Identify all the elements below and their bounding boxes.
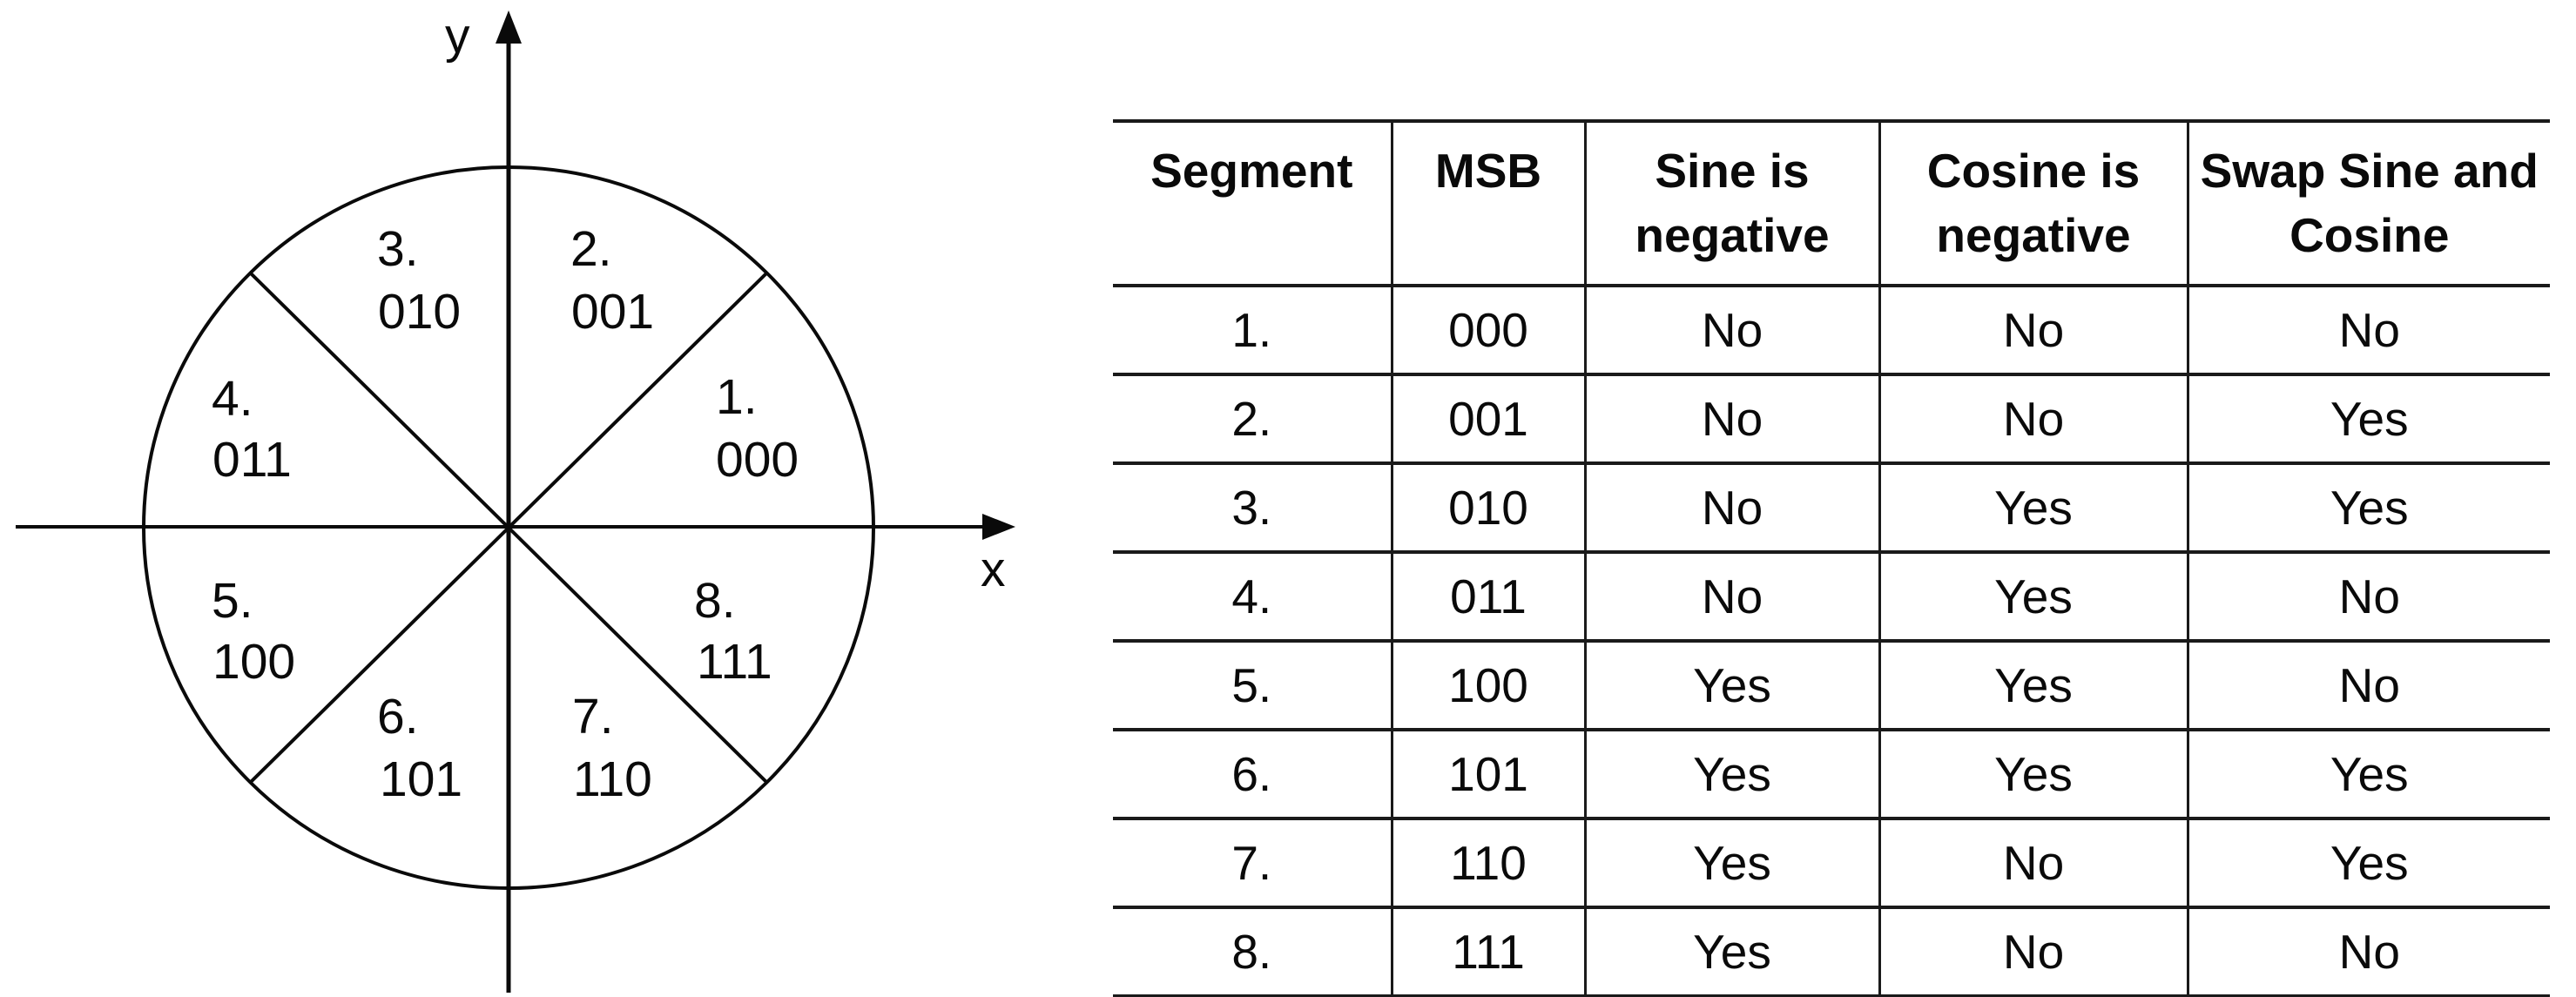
cell-segment: 5. [1113,639,1392,731]
cell-swap: No [2186,284,2550,376]
cell-sine: Yes [1583,906,1879,997]
segment-7-code: 110 [573,751,652,807]
cell-sine: No [1583,461,1879,554]
segment-3-code: 010 [378,284,461,340]
table-header-row: Segment MSB Sine is negative Cosine is n… [1113,119,2550,287]
cell-swap: No [2186,906,2550,997]
segment-1-code: 000 [716,432,799,488]
header-cosine-negative: Cosine is negative [1878,119,2188,287]
segment-7-number: 7. [572,689,614,744]
cell-segment: 7. [1113,817,1392,909]
cell-msb: 110 [1390,817,1585,909]
cell-segment: 6. [1113,728,1392,820]
table-row: 1. 000 No No No [1113,284,2550,376]
table-row: 3. 010 No Yes Yes [1113,461,2550,554]
segment-6-number: 6. [377,689,419,744]
cell-segment: 4. [1113,550,1392,643]
segment-1-number: 1. [716,369,758,425]
table-row: 6. 101 Yes Yes Yes [1113,728,2550,820]
table-row: 4. 011 No Yes No [1113,550,2550,643]
table-row: 2. 001 No No Yes [1113,373,2550,465]
cell-cosine: Yes [1878,728,2188,820]
cell-cosine: No [1878,817,2188,909]
segment-8-number: 8. [694,573,736,629]
segment-2-number: 2. [570,221,612,277]
segment-3-number: 3. [377,221,419,277]
cell-cosine: Yes [1878,461,2188,554]
y-axis-arrow-icon [496,10,522,44]
cell-swap: No [2186,639,2550,731]
cell-msb: 101 [1390,728,1585,820]
cell-swap: No [2186,550,2550,643]
cell-msb: 111 [1390,906,1585,997]
table-row: 7. 110 Yes No Yes [1113,817,2550,909]
cell-sine: No [1583,373,1879,465]
cell-cosine: No [1878,906,2188,997]
cell-segment: 1. [1113,284,1392,376]
msb-quadrant-table: Segment MSB Sine is negative Cosine is n… [1113,119,2550,997]
cell-msb: 000 [1390,284,1585,376]
cell-msb: 011 [1390,550,1585,643]
segment-8-code: 111 [697,634,772,690]
cell-sine: Yes [1583,817,1879,909]
x-axis-label: x [981,542,1006,597]
cell-cosine: No [1878,373,2188,465]
cell-segment: 2. [1113,373,1392,465]
cell-sine: Yes [1583,728,1879,820]
cell-msb: 001 [1390,373,1585,465]
cell-swap: Yes [2186,373,2550,465]
cell-cosine: Yes [1878,550,2188,643]
cell-sine: No [1583,284,1879,376]
cell-segment: 8. [1113,906,1392,997]
cell-swap: Yes [2186,817,2550,909]
octant-circle-diagram: y x 1. 000 2. 001 3. 010 4. 011 5. 100 6… [0,0,1089,997]
segment-6-code: 101 [380,751,462,807]
table-row: 5. 100 Yes Yes No [1113,639,2550,731]
header-swap: Swap Sine and Cosine [2186,119,2550,287]
cell-cosine: Yes [1878,639,2188,731]
header-msb: MSB [1390,119,1585,287]
cell-swap: Yes [2186,461,2550,554]
header-sine-negative: Sine is negative [1583,119,1879,287]
header-segment: Segment [1113,119,1392,287]
cell-msb: 100 [1390,639,1585,731]
table-row: 8. 111 Yes No No [1113,906,2550,997]
cell-msb: 010 [1390,461,1585,554]
octant-circle-svg: y x 1. 000 2. 001 3. 010 4. 011 5. 100 6… [16,8,1015,993]
cell-cosine: No [1878,284,2188,376]
cell-segment: 3. [1113,461,1392,554]
x-axis-arrow-icon [982,514,1015,540]
segment-4-number: 4. [212,371,253,427]
segment-5-code: 100 [212,634,295,690]
segment-2-code: 001 [571,284,654,340]
cell-swap: Yes [2186,728,2550,820]
cell-sine: Yes [1583,639,1879,731]
segment-4-code: 011 [212,432,292,488]
cell-sine: No [1583,550,1879,643]
y-axis-label: y [445,8,470,64]
segment-5-number: 5. [212,573,253,629]
